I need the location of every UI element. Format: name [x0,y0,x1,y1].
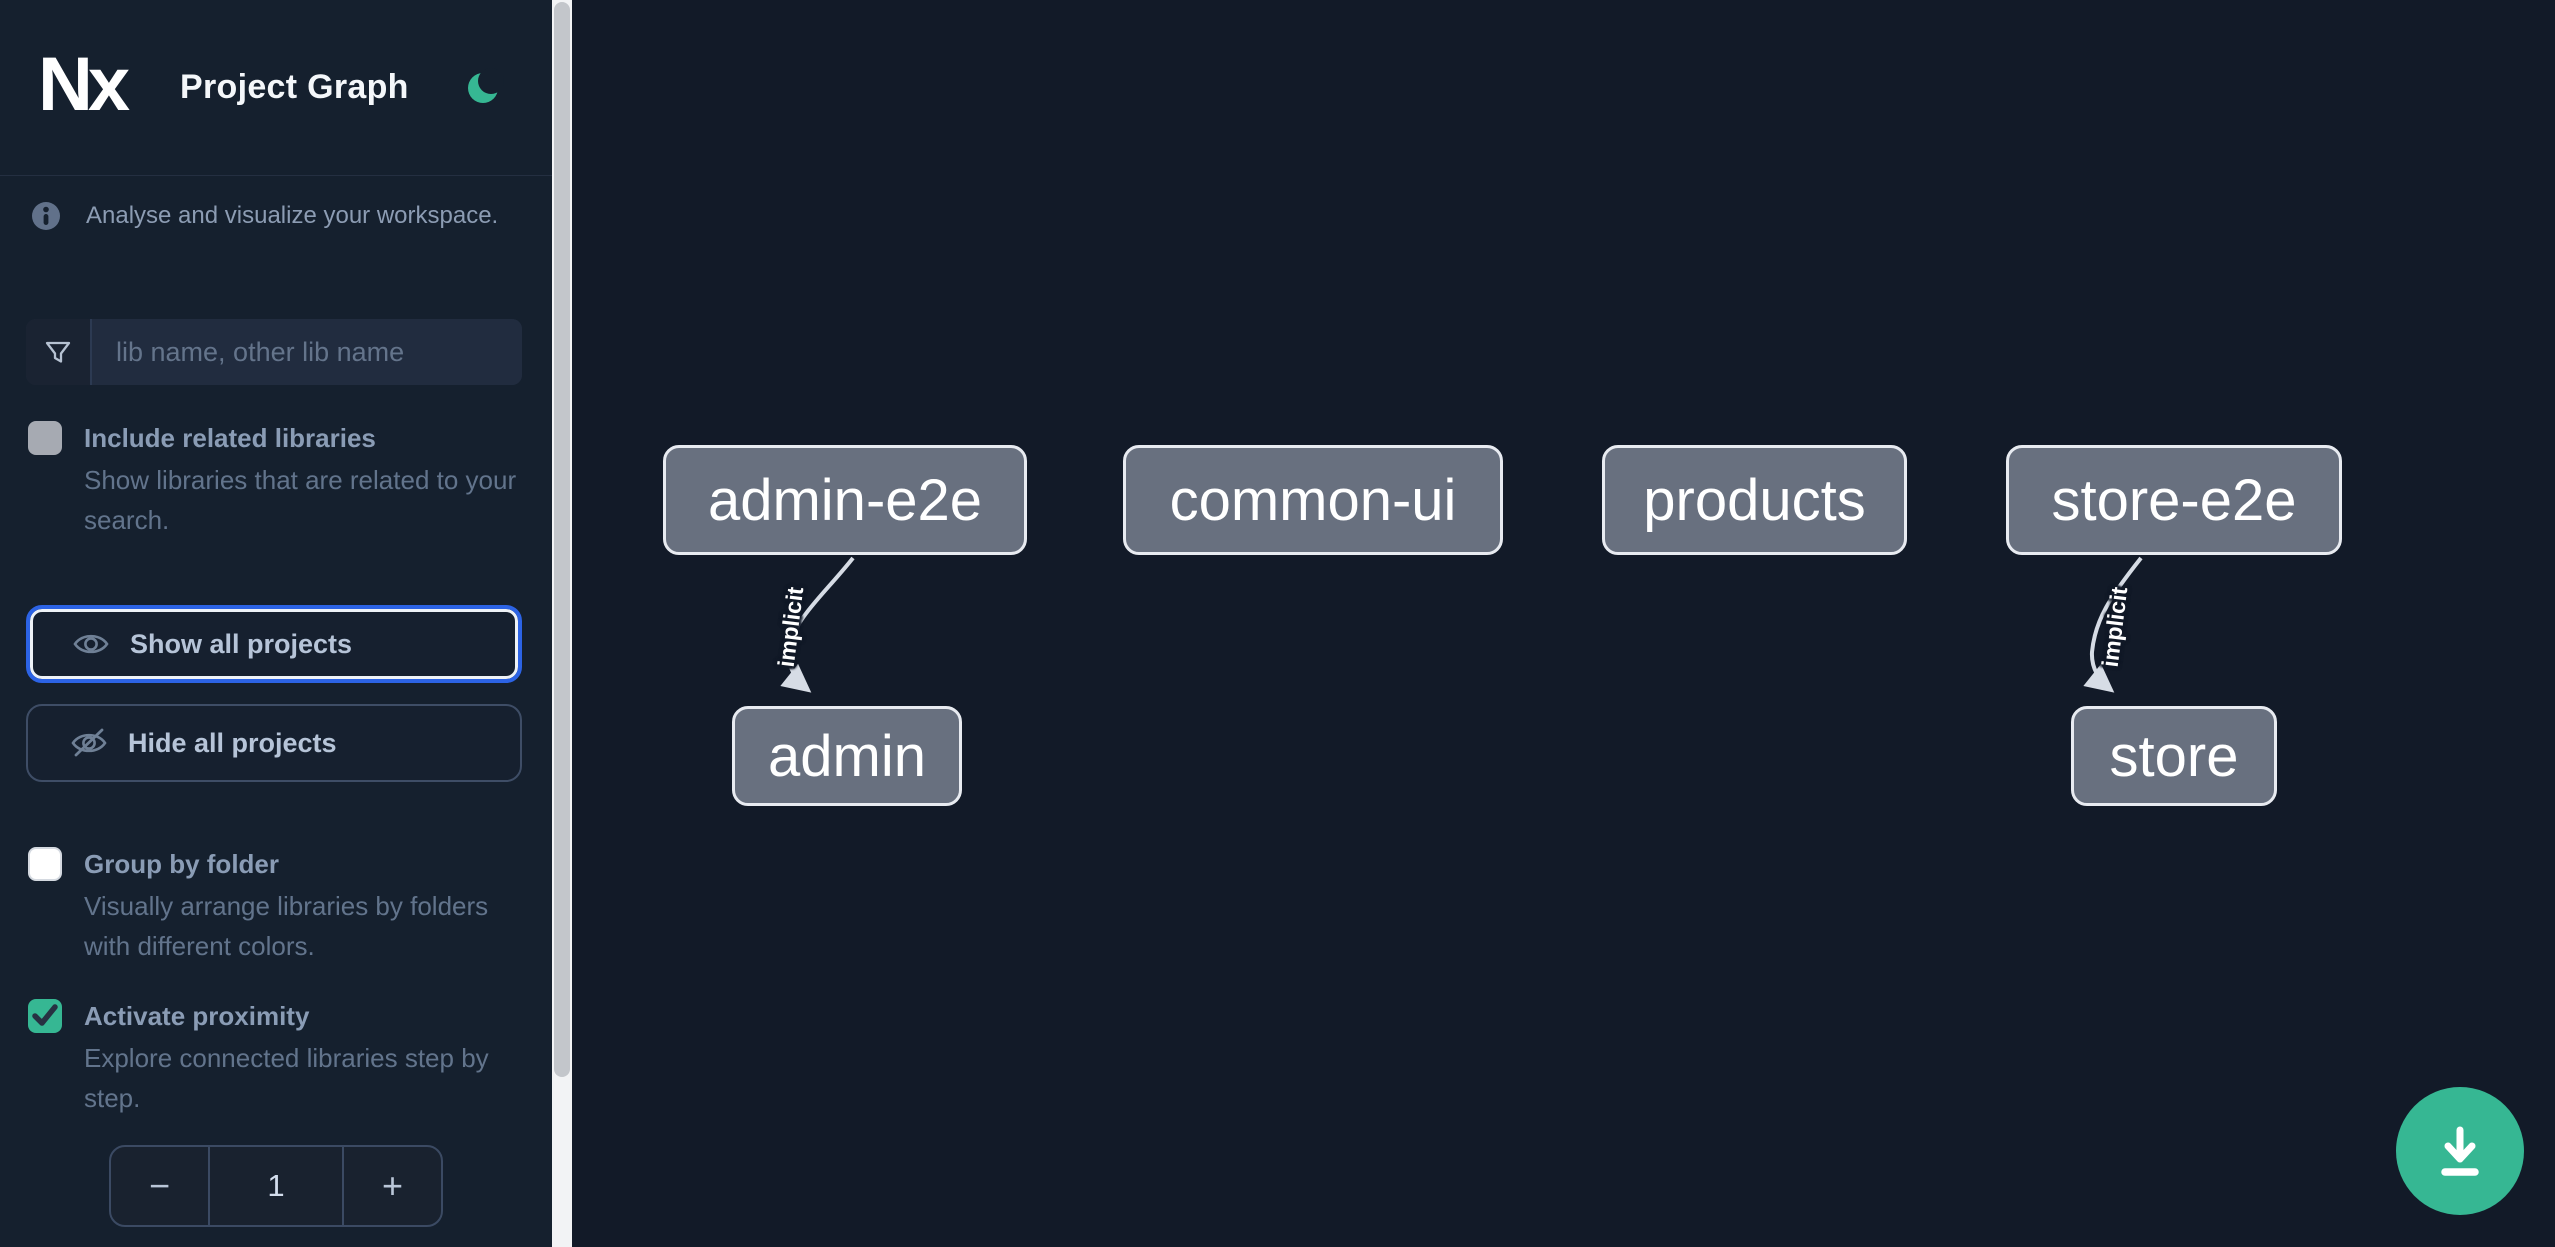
group-by-folder-label: Group by folder [84,849,279,879]
proximity-decrement-button[interactable]: − [111,1147,208,1225]
show-all-projects-button[interactable]: Show all projects [26,605,522,683]
activate-proximity-label: Activate proximity [84,1001,310,1031]
include-related-checkbox[interactable] [28,421,62,455]
filter-icon [45,341,71,363]
search-box [26,319,522,385]
nx-logo: Nx [38,44,135,127]
include-related-description: Show libraries that are related to your … [84,465,517,535]
download-graph-button[interactable] [2396,1087,2524,1215]
proximity-stepper: − 1 + [109,1145,443,1227]
graph-canvas[interactable]: implicit implicit admin-e2e common-ui pr… [572,0,2555,1247]
eye-slash-icon [71,728,107,757]
page-title: Project Graph [180,68,409,106]
eye-icon [73,634,109,654]
graph-node-admin-e2e[interactable]: admin-e2e [663,445,1027,555]
proximity-value: 1 [208,1147,344,1225]
hide-all-projects-label: Hide all projects [128,727,337,758]
graph-node-admin[interactable]: admin [732,706,962,806]
graph-node-products[interactable]: products [1602,445,1907,555]
info-icon [32,202,60,230]
include-related-label: Include related libraries [84,423,376,453]
group-by-folder-checkbox[interactable] [28,847,62,881]
activate-proximity-description: Explore connected libraries step by step… [84,1043,489,1113]
intro-text: Analyse and visualize your workspace. [86,202,499,229]
filter-icon-cell [26,319,92,385]
graph-node-common-ui[interactable]: common-ui [1123,445,1503,555]
edge-admin-e2e-to-admin [780,556,855,693]
sidebar-header: Nx Project Graph [0,0,552,176]
download-icon [2441,1126,2479,1176]
sidebar: Nx Project Graph Analyse and visualize y… [0,0,552,1247]
sidebar-scrollbar-track[interactable] [552,0,572,1247]
search-input[interactable] [92,319,522,385]
edge-store-e2e-to-store [2083,556,2143,693]
graph-node-store[interactable]: store [2071,706,2277,806]
moon-icon [468,67,504,103]
option-group-by-folder: Group by folder Visually arrange librari… [28,846,528,966]
checkmark-icon [32,1004,58,1026]
sidebar-scrollbar-thumb[interactable] [554,2,570,1077]
show-all-projects-label: Show all projects [130,628,353,659]
intro-row: Analyse and visualize your workspace. [30,200,530,232]
graph-node-store-e2e[interactable]: store-e2e [2006,445,2342,555]
activate-proximity-checkbox[interactable] [28,999,62,1033]
option-include-related: Include related libraries Show libraries… [28,420,528,540]
proximity-increment-button[interactable]: + [344,1147,441,1225]
hide-all-projects-button[interactable]: Hide all projects [26,704,522,782]
graph-edges [780,556,2143,693]
nx-logo-text: Nx [38,44,130,127]
dark-mode-toggle[interactable] [462,66,506,110]
option-activate-proximity: Activate proximity Explore connected lib… [28,998,528,1118]
group-by-folder-description: Visually arrange libraries by folders wi… [84,891,489,961]
